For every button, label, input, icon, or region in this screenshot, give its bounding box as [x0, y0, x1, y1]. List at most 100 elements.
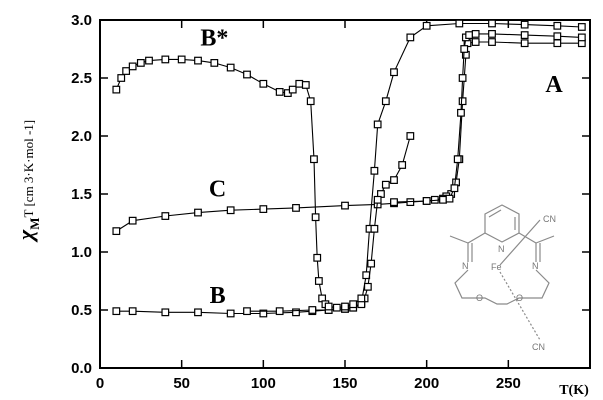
- data-point: [308, 306, 317, 314]
- y-tick-label: 3.0: [71, 12, 92, 29]
- annotations: B* A C B: [200, 26, 563, 310]
- data-point: [460, 45, 469, 53]
- data-point: [390, 198, 398, 207]
- data-point: [117, 74, 126, 82]
- data-point: [390, 68, 398, 77]
- struct-label-o-left: O: [476, 293, 483, 303]
- data-point: [381, 97, 390, 106]
- y-tick-label: 1.5: [71, 186, 92, 203]
- struct-label-n-ring: N: [498, 244, 505, 254]
- data-point: [226, 63, 235, 72]
- data-point: [422, 197, 431, 205]
- x-tick-label: 250: [496, 375, 521, 392]
- series-line: [247, 135, 411, 312]
- series-line: [116, 41, 582, 232]
- data-point: [406, 132, 415, 140]
- fe-cn-bond-dashed: [499, 271, 541, 341]
- x-axis-title: T(K): [559, 383, 589, 398]
- series-Bstar: [112, 55, 366, 312]
- y-axis-title: χMT [cm 3·K·mol -1]: [13, 120, 42, 243]
- y-tick-label: 0.5: [71, 302, 92, 319]
- data-point: [128, 62, 137, 71]
- data-point: [362, 271, 371, 280]
- data-point: [128, 307, 137, 316]
- data-point: [553, 21, 562, 30]
- data-point: [161, 308, 170, 317]
- plot-frame: [99, 19, 591, 369]
- data-point: [458, 97, 467, 106]
- x-tick-label: 100: [251, 375, 276, 392]
- bond: [518, 232, 537, 244]
- annotation-b: B: [210, 283, 226, 309]
- data-point: [122, 67, 131, 75]
- data-point: [577, 33, 586, 42]
- y-tick-label: 2.0: [71, 128, 92, 145]
- data-point: [553, 39, 562, 48]
- data-point: [306, 97, 315, 106]
- inset-molecule-structure: [449, 204, 555, 341]
- data-point: [136, 59, 145, 67]
- data-point: [145, 56, 153, 65]
- series-B-cool: [243, 132, 415, 316]
- data-point: [259, 309, 268, 318]
- struct-label-fe: Fe: [491, 262, 502, 272]
- pyridine-ring: [484, 204, 520, 243]
- y-tick-label: 2.5: [71, 70, 92, 87]
- data-point: [390, 176, 398, 184]
- data-point: [194, 208, 202, 217]
- data-point: [275, 88, 284, 96]
- data-point: [471, 30, 480, 38]
- x-tick-label: 200: [414, 375, 439, 392]
- x-tick-label: 150: [332, 375, 357, 392]
- annotation-a: A: [545, 72, 563, 98]
- data-point: [370, 224, 379, 233]
- data-point: [373, 120, 382, 129]
- data-point: [445, 194, 454, 203]
- data-point: [465, 31, 474, 39]
- data-point: [553, 32, 562, 41]
- data-point: [292, 204, 300, 212]
- data-point: [194, 308, 202, 317]
- data-point: [370, 166, 379, 175]
- data-point: [457, 108, 465, 117]
- inset-labels: CN N N N Fe O O CN: [462, 214, 556, 352]
- data-point: [363, 282, 372, 291]
- data-point: [349, 300, 358, 309]
- data-point: [341, 302, 349, 311]
- data-point: [295, 79, 304, 88]
- y-tick-label: 1.0: [71, 244, 92, 261]
- bond: [535, 235, 555, 244]
- struct-label-n-right: N: [532, 261, 539, 271]
- series-line: [116, 22, 582, 315]
- data-point: [301, 81, 310, 89]
- series-line: [393, 33, 582, 203]
- data-point: [458, 74, 467, 82]
- data-point: [341, 201, 349, 210]
- data-point: [259, 205, 268, 213]
- data-point: [520, 20, 529, 29]
- data-point: [488, 38, 496, 46]
- x-tick-label: 0: [96, 375, 104, 392]
- macrocycle-chain: [454, 269, 550, 305]
- data-point: [292, 308, 300, 317]
- data-point: [577, 23, 586, 31]
- data-point: [406, 33, 415, 42]
- annotation-bstar: B*: [200, 26, 228, 52]
- data-point: [194, 56, 202, 65]
- data-point: [488, 19, 496, 28]
- data-point: [313, 253, 322, 262]
- data-point: [357, 294, 366, 303]
- data-point: [210, 59, 219, 67]
- data-point: [450, 184, 459, 193]
- data-point: [161, 212, 170, 220]
- data-point: [332, 303, 341, 312]
- ring-inner-bond: [488, 209, 502, 218]
- data-point: [422, 21, 431, 30]
- series-layer: [112, 19, 586, 318]
- data-point: [381, 180, 390, 189]
- annotation-c: C: [209, 176, 226, 202]
- series-B-heat: [112, 19, 586, 318]
- data-point: [453, 155, 462, 164]
- data-point: [161, 55, 170, 64]
